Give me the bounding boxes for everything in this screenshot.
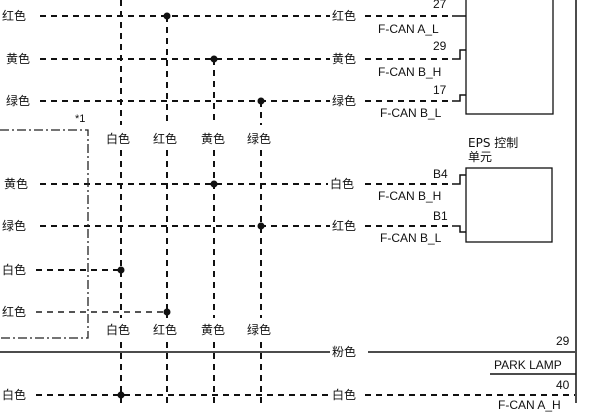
connector-tail-3 (452, 94, 466, 102)
column-label: 黄色 (199, 323, 228, 337)
eps-signal: F-CAN B_H (378, 189, 442, 203)
eps-tail-2 (452, 225, 466, 233)
splice-dot (117, 266, 125, 274)
connector-signal: F-CAN A_L (378, 22, 439, 36)
eps-unit-title-line2: 单元 (468, 150, 493, 164)
left-wire-label: 绿色 (0, 219, 29, 233)
eps-signal: F-CAN B_L (380, 231, 442, 245)
column-label: 绿色 (245, 323, 274, 337)
connector-pin: 27 (433, 0, 447, 11)
splice-dot (257, 97, 265, 105)
left-wire-label: 白色 (0, 263, 29, 277)
shield-outline (0, 129, 89, 339)
splice-dot (163, 12, 171, 20)
column-label: 绿色 (245, 132, 274, 146)
right-wire-label: 白色 (328, 177, 357, 191)
left-wire-label: 绿色 (4, 94, 33, 108)
eps-control-unit-box (465, 167, 553, 243)
pink-wire-label: 粉色 (330, 345, 359, 359)
left-wire-label: 黄色 (2, 177, 31, 191)
eps-pin: B4 (433, 167, 448, 181)
column-label: 黄色 (199, 132, 228, 146)
column-label: 红色 (151, 132, 180, 146)
splice-dot (117, 391, 125, 399)
partial-signal-label: F-CAN A_H (498, 398, 561, 412)
connector-signal: F-CAN B_L (380, 106, 442, 120)
column-label: 红色 (151, 323, 180, 337)
left-wire-label: 红色 (0, 9, 29, 23)
connector-pin: 29 (433, 39, 447, 53)
splice-dot (257, 222, 265, 230)
right-wire-label: 绿色 (330, 94, 359, 108)
splice-dot (210, 180, 218, 188)
splice-dot (163, 308, 171, 316)
splice-dot (210, 55, 218, 63)
column-label: 白色 (104, 132, 133, 146)
right-wire-label: 白色 (330, 388, 359, 402)
park-lamp-pin: 40 (556, 378, 570, 392)
wiring-diagram (0, 0, 577, 403)
connector-signal: F-CAN B_H (378, 65, 442, 79)
connector-tail-2 (452, 49, 466, 60)
left-wire-label: 白色 (0, 388, 29, 402)
right-wire-label: 黄色 (330, 52, 359, 66)
footnote-marker: *1 (75, 113, 86, 125)
right-wire-label: 红色 (330, 219, 359, 233)
eps-tail-1 (452, 174, 466, 185)
connector-pin: 17 (433, 83, 447, 97)
right-wire-label: 红色 (330, 9, 359, 23)
left-wire-label: 红色 (0, 305, 29, 319)
left-wire-label: 黄色 (4, 52, 33, 66)
park-lamp-pin: 29 (556, 334, 570, 348)
park-lamp-label: PARK LAMP (494, 358, 562, 372)
top-control-unit-box (465, 0, 554, 115)
eps-pin: B1 (433, 209, 448, 223)
eps-unit-title: EPS 控制 (468, 136, 519, 150)
column-label: 白色 (104, 323, 133, 337)
